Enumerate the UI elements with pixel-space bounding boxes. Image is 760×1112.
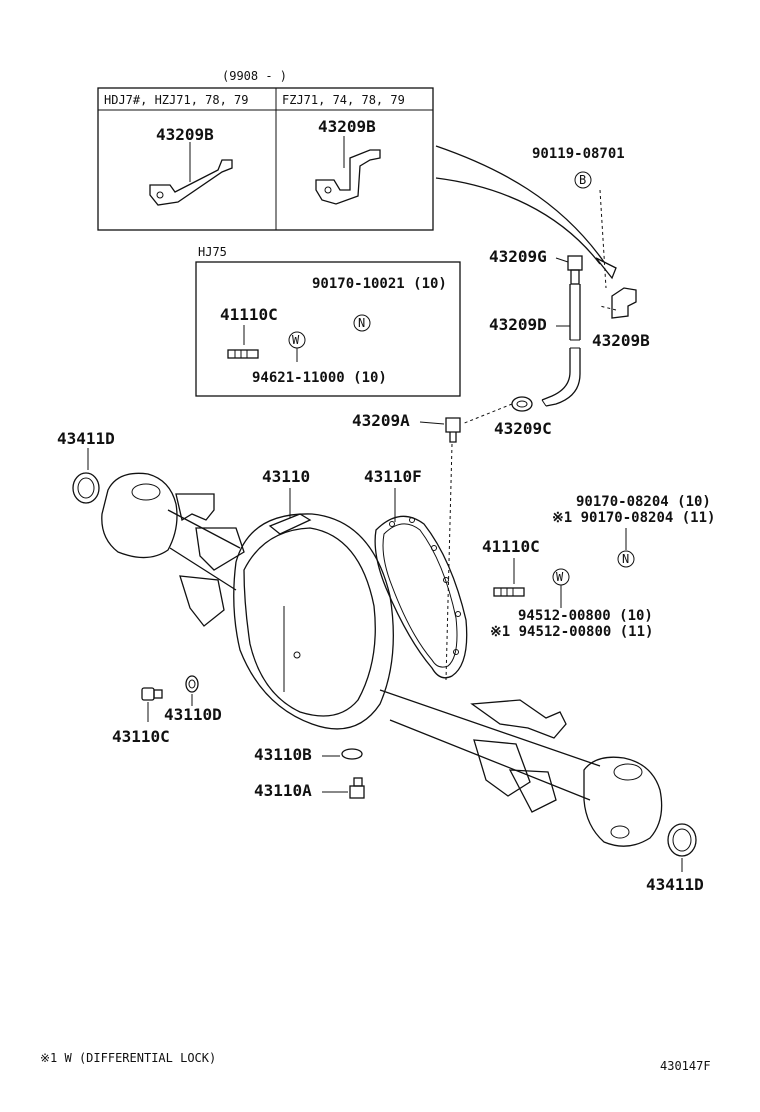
hj75-bolt-label: 90170-10021 (10) [312, 276, 447, 292]
label-90119-08701: 90119-08701 [532, 146, 625, 162]
hj75-title: HJ75 [198, 245, 227, 259]
label-43411d-right: 43411D [646, 875, 704, 894]
diagram-code: 430147F [660, 1059, 711, 1073]
label-94512-00800-b: ※1 94512-00800 (11) [490, 624, 653, 640]
hj75-n-symbol: N [358, 316, 365, 330]
label-41110c-right: 41110C [482, 537, 540, 556]
label-43209a: 43209A [352, 411, 410, 430]
label-94512-00800-a: 94512-00800 (10) [518, 608, 653, 624]
label-43209c: 43209C [494, 419, 552, 438]
bracket-43209b-variant-b [315, 136, 381, 205]
variant-col2-header: FZJ71, 74, 78, 79 [282, 93, 405, 107]
hj75-stud-icon [227, 349, 259, 359]
bracket-variants-box: HDJ7#, HZJ71, 78, 79 FZJ71, 74, 78, 79 4… [97, 87, 434, 231]
label-43110d: 43110D [164, 705, 222, 724]
label-43209b-right: 43209B [592, 331, 650, 350]
hj75-washer-label: 94621-11000 (10) [252, 370, 387, 386]
footer-note: ※1 W (DIFFERENTIAL LOCK) [40, 1051, 216, 1065]
breather-hose-assembly: 90119-08701 B 43209B 43209G 43209D 43209… [352, 145, 650, 681]
label-43110f: 43110F [364, 467, 422, 486]
axle-housing-drawing: 43411D 43110 43110F [57, 429, 704, 894]
label-43110b: 43110B [254, 745, 312, 764]
variant-col2-part-label: 43209B [318, 117, 376, 136]
variant-col1-header: HDJ7#, HZJ71, 78, 79 [104, 93, 249, 107]
hj75-box: HJ75 90170-10021 (10) N 41110C W 94621-1… [195, 245, 461, 397]
drain-fill-plugs: 43110C 43110D 43110B 43110A [112, 675, 365, 800]
hj75-stud-label: 41110C [220, 305, 278, 324]
label-43110a: 43110A [254, 781, 312, 800]
symbol-w-right: W [556, 570, 564, 584]
date-note: (9908 - ) [222, 69, 287, 83]
label-43411d-left: 43411D [57, 429, 115, 448]
label-90170-08204-a: 90170-08204 (10) [576, 494, 711, 510]
label-43209g: 43209G [489, 247, 547, 266]
hj75-w-symbol: W [292, 333, 300, 347]
symbol-b: B [579, 173, 586, 187]
bracket-43209b-variant-a [149, 142, 233, 206]
stud-icon-right [493, 587, 525, 597]
label-43209d: 43209D [489, 315, 547, 334]
label-90170-08204-b: ※1 90170-08204 (11) [552, 510, 715, 526]
variant-col1-part-label: 43209B [156, 125, 214, 144]
symbol-n-right: N [622, 552, 629, 566]
right-fastener-callouts: 90170-08204 (10) ※1 90170-08204 (11) N 4… [482, 494, 715, 640]
label-43110: 43110 [262, 467, 310, 486]
label-43110c: 43110C [112, 727, 170, 746]
